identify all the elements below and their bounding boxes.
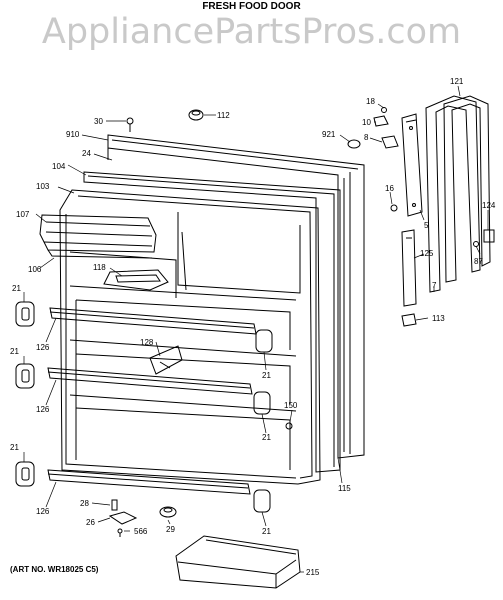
screw-87	[473, 241, 479, 247]
door-gasket	[83, 171, 341, 473]
callout-18: 18	[366, 97, 375, 106]
hinge-cap-8	[381, 135, 399, 149]
callout-124: 124	[482, 201, 496, 210]
hinge-bracket-10	[373, 115, 389, 127]
callout-126c: 126	[36, 507, 50, 516]
callout-7: 7	[432, 281, 437, 290]
shelf-clip-right-1	[255, 329, 273, 353]
callout-29: 29	[166, 525, 175, 534]
callout-21b: 21	[10, 347, 19, 356]
callout-128: 128	[140, 338, 154, 347]
shelf-clip-left-1	[15, 301, 35, 327]
shelf-clip-left-3	[15, 461, 35, 487]
callout-8: 8	[364, 133, 369, 142]
handle-bracket-5	[401, 113, 423, 217]
callout-87: 87	[474, 257, 483, 266]
callout-107: 107	[16, 210, 30, 219]
shelf-clip-right-2	[253, 391, 271, 415]
callout-103: 103	[36, 182, 50, 191]
callout-16: 16	[385, 184, 394, 193]
callout-30: 30	[94, 117, 103, 126]
callout-921: 921	[322, 130, 336, 139]
art-number: (ART NO. WR18025 C5)	[10, 565, 99, 574]
callout-24: 24	[82, 149, 91, 158]
callout-150: 150	[284, 401, 298, 410]
diagram-title: FRESH FOOD DOOR	[202, 1, 301, 12]
callout-26: 26	[86, 518, 95, 527]
callout-125: 125	[420, 249, 434, 258]
screw-566	[117, 528, 123, 537]
handle-cap-124	[483, 229, 495, 243]
callout-121: 121	[450, 77, 464, 86]
shelf-clip-right-3	[253, 489, 271, 513]
callout-126b: 126	[36, 405, 50, 414]
screw-16	[390, 204, 398, 212]
callout-106: 106	[28, 265, 42, 274]
callout-21d: 21	[262, 371, 271, 380]
callout-28: 28	[80, 499, 89, 508]
callout-910: 910	[66, 130, 80, 139]
leader-lines	[23, 85, 489, 573]
screw-30	[126, 117, 134, 132]
handle-trim-125	[401, 229, 417, 307]
shelf-bar-upper	[49, 307, 257, 335]
screw-150	[285, 422, 293, 430]
callout-5: 5	[424, 221, 429, 230]
butter-bin	[103, 269, 169, 291]
callout-118: 118	[93, 263, 106, 272]
callout-21c: 21	[10, 443, 19, 452]
callout-21a: 21	[12, 284, 21, 293]
shelf-clip-left-2	[15, 363, 35, 389]
shelf-bar-middle	[47, 367, 253, 395]
handle-121	[425, 95, 491, 293]
callout-215: 215	[306, 568, 320, 577]
plug-921	[347, 139, 361, 149]
cover-113	[401, 313, 417, 327]
plug-112	[188, 109, 204, 121]
plate-26	[108, 511, 138, 525]
callout-112: 112	[217, 111, 230, 120]
cam-29	[159, 506, 177, 518]
callout-21e: 21	[262, 433, 271, 442]
door-bin	[175, 535, 301, 589]
callout-104: 104	[52, 162, 66, 171]
screw-18	[381, 107, 387, 113]
watermark: AppliancePartsPros.com	[41, 12, 462, 52]
callout-10: 10	[362, 118, 371, 127]
callout-566: 566	[134, 527, 148, 536]
shelf-bar-lower	[47, 469, 251, 495]
callout-115: 115	[338, 484, 351, 493]
pin-28	[111, 499, 118, 511]
callout-21f: 21	[262, 527, 271, 536]
callout-126a: 126	[36, 343, 50, 352]
bracket-128	[149, 345, 183, 375]
callout-113: 113	[432, 314, 445, 323]
dairy-door	[39, 214, 157, 259]
